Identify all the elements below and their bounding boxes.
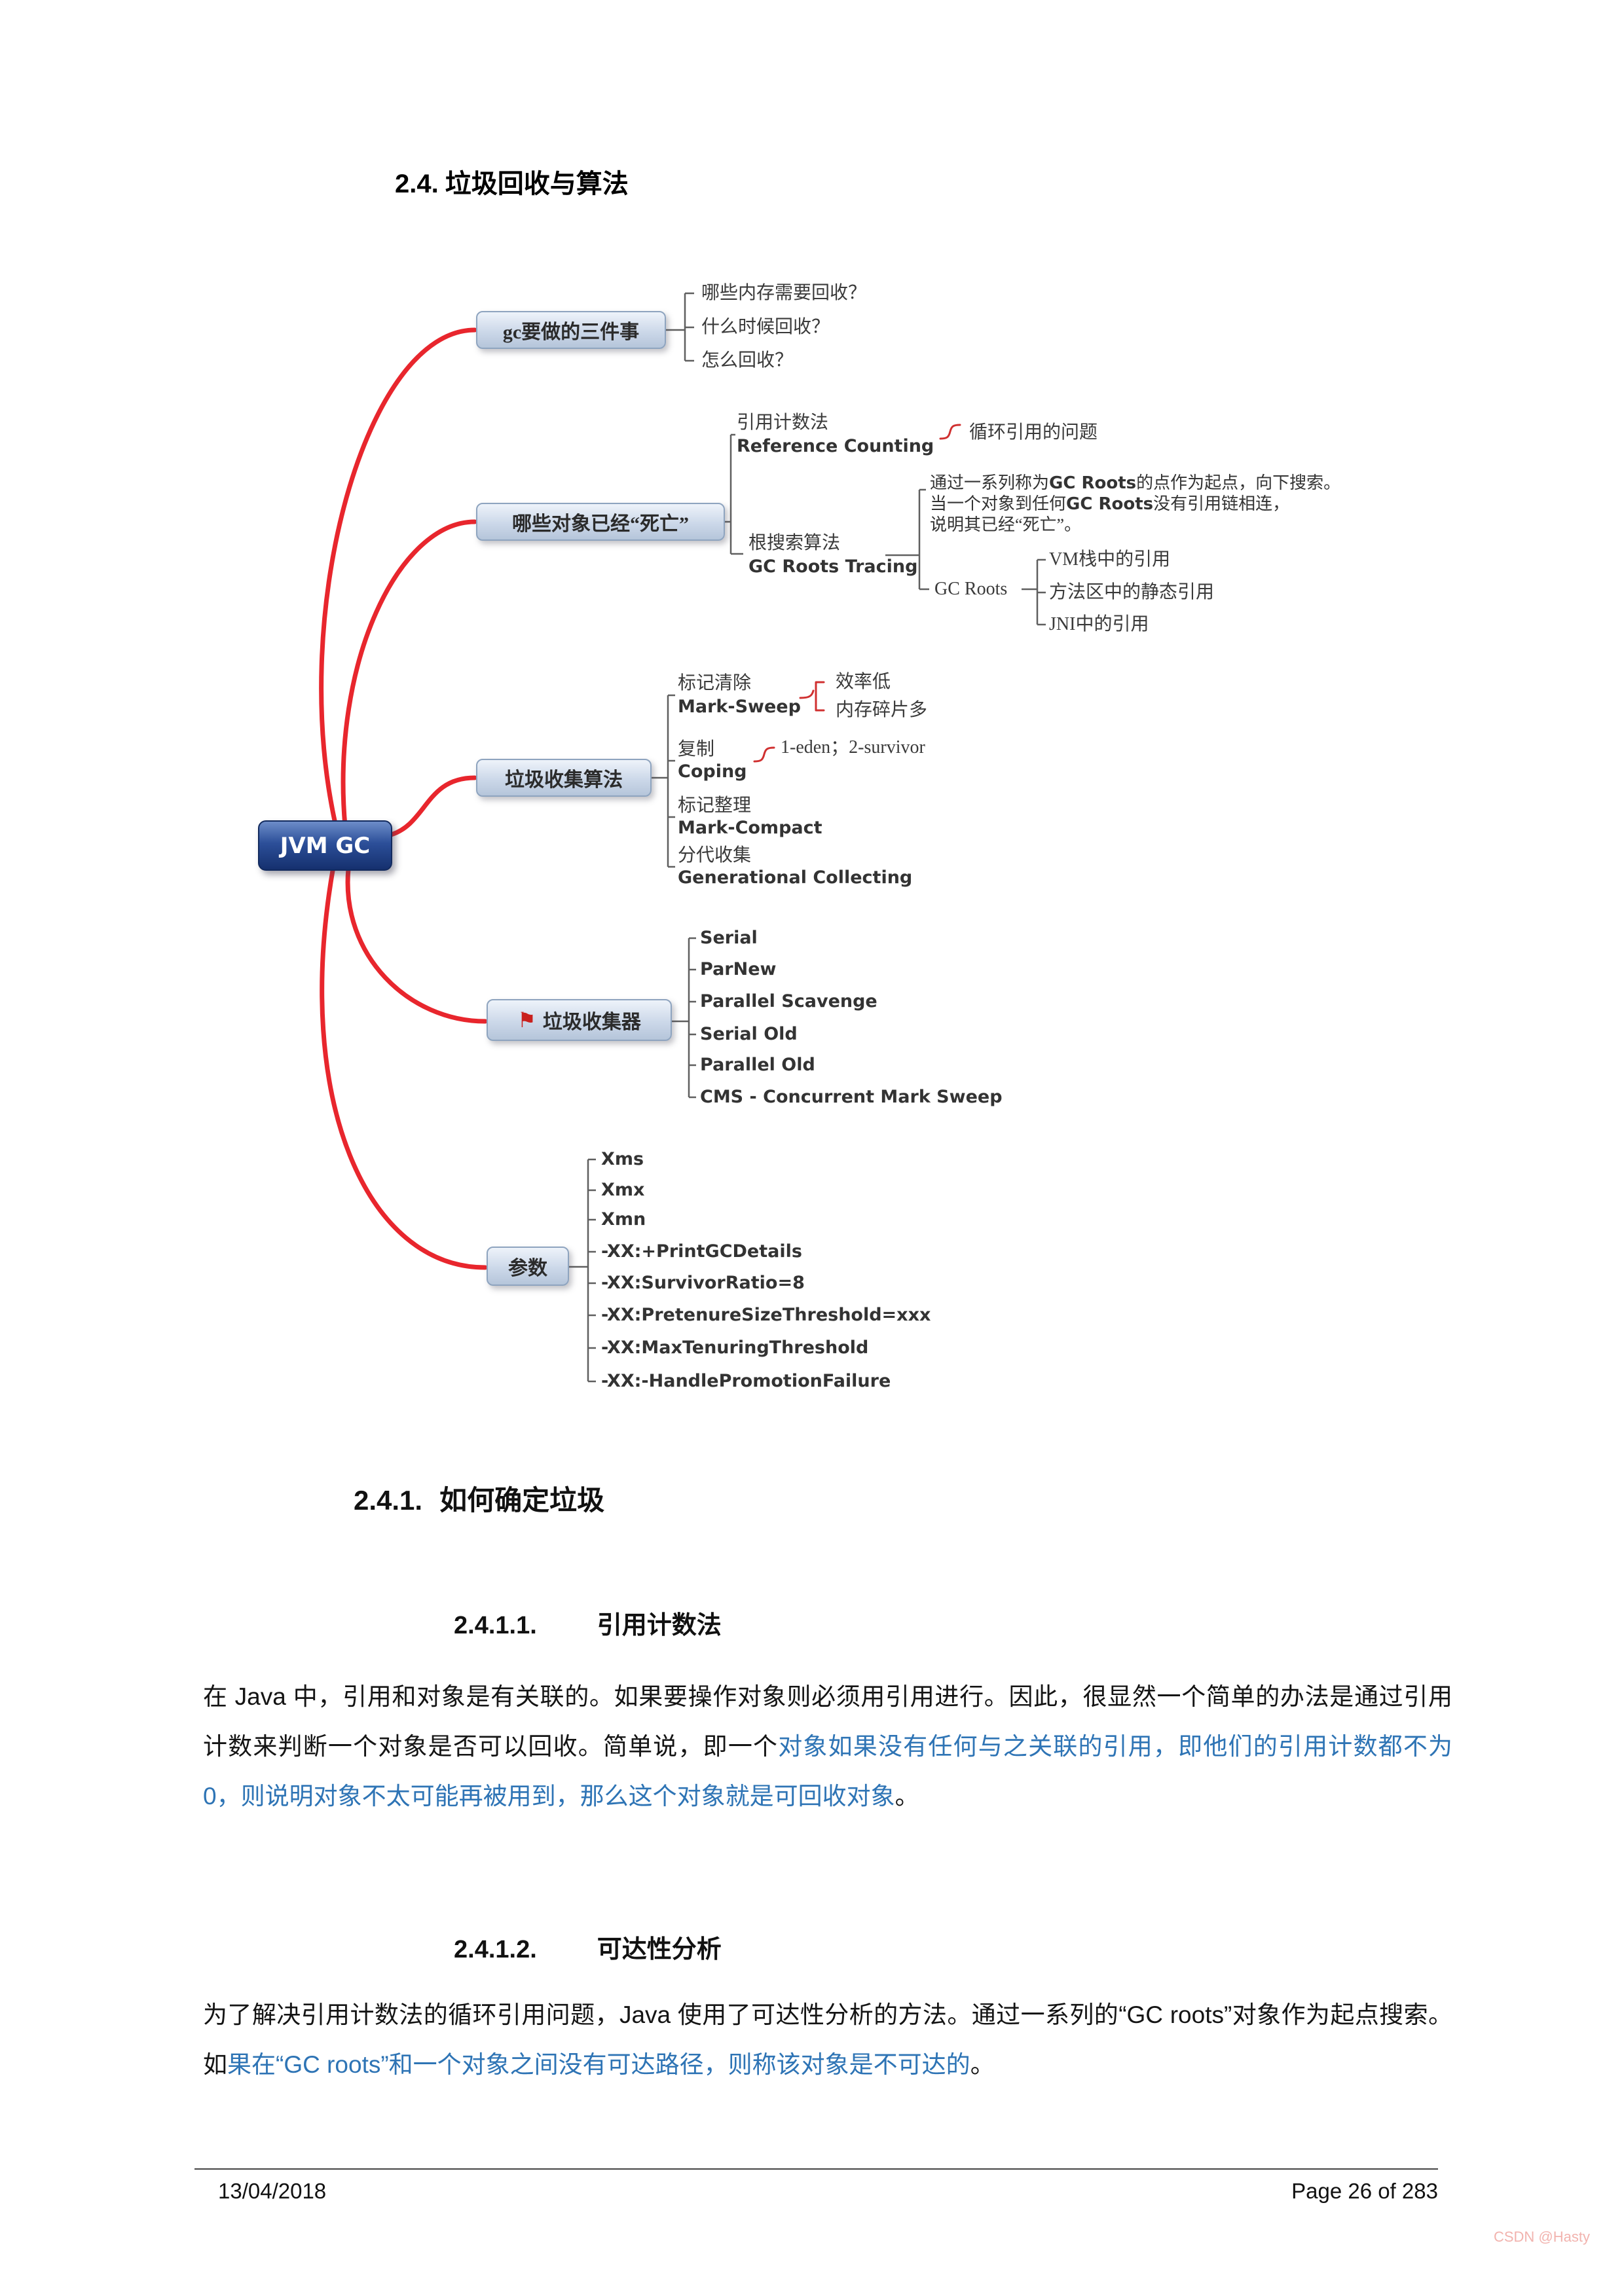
leaf-collector-serial-old: Serial Old bbox=[700, 1024, 798, 1044]
leaf-circular-reference-issue: 循环引用的问题 bbox=[969, 422, 1098, 443]
leaf-root-tracing-en: GC Roots Tracing bbox=[748, 556, 918, 577]
branch-gc-three-things: gc要做的三件事 bbox=[476, 311, 666, 349]
leaf-param-xms: Xms bbox=[601, 1149, 644, 1169]
leaf-generational-zh: 分代收集 bbox=[678, 845, 752, 866]
watermark: CSDN @Hasty bbox=[1493, 2229, 1590, 2245]
page-title-text: 垃圾回收与算法 bbox=[445, 169, 629, 198]
root-branch-curves bbox=[319, 327, 488, 1270]
leaf-which-memory: 哪些内存需要回收？ bbox=[701, 283, 867, 303]
section-241-title: 如何确定垃圾 bbox=[439, 1486, 605, 1516]
leaf-param-printgcdetails: -XX:+PrintGCDetails bbox=[601, 1241, 802, 1262]
leaf-how-collect: 怎么回收？ bbox=[701, 350, 794, 371]
leaf-jni-refs: JNI中的引用 bbox=[1049, 614, 1149, 634]
paragraph-reachability: 为了解决引用计数法的循环引用问题，Java 使用了可达性分析的方法。通过一系列的… bbox=[203, 2001, 1452, 2078]
branch-gc-algorithms: 垃圾收集算法 bbox=[476, 759, 652, 797]
leaf-coping-zh: 复制 bbox=[678, 739, 715, 759]
leaf-coping-en: Coping bbox=[678, 761, 747, 782]
section-2412-number: 2.4.1.2. bbox=[454, 1936, 537, 1963]
leaf-collector-parallel-old: Parallel Old bbox=[700, 1055, 815, 1075]
footer-page-number: Page 26 of 283 bbox=[1291, 2179, 1438, 2203]
leaf-ref-counting-en: Reference Counting bbox=[737, 436, 934, 456]
leaf-param-handlepromotion: -XX:-HandlePromotionFailure bbox=[601, 1371, 891, 1391]
branch-parameters: 参数 bbox=[487, 1247, 569, 1286]
leaf-collector-serial: Serial bbox=[700, 928, 758, 948]
leaf-low-efficiency: 效率低 bbox=[836, 672, 891, 692]
footer-date: 13/04/2018 bbox=[218, 2179, 327, 2203]
branch-child-brackets bbox=[569, 292, 1046, 1383]
section-heading-2412: 2.4.1.2. 可达性分析 bbox=[454, 1929, 722, 1965]
footer-rule bbox=[194, 2168, 1438, 2170]
gc-roots-note-line-3: 说明其已经“死亡”。 bbox=[930, 515, 1082, 534]
leaf-vm-stack-refs: VM栈中的引用 bbox=[1049, 549, 1171, 570]
leaf-ref-counting-zh: 引用计数法 bbox=[737, 412, 829, 433]
leaf-root-tracing-zh: 根搜索算法 bbox=[748, 533, 841, 553]
leaf-mark-compact-en: Mark-Compact bbox=[678, 818, 822, 838]
leaf-when-collect: 什么时候回收？ bbox=[701, 317, 830, 337]
leaf-collector-parallel-scavenge: Parallel Scavenge bbox=[700, 991, 877, 1011]
red-curl-connectors bbox=[753, 424, 961, 763]
leaf-param-maxtenuring: -XX:MaxTenuringThreshold bbox=[601, 1338, 869, 1358]
leaf-param-xmn: Xmn bbox=[601, 1209, 646, 1230]
page-title: 2.4.垃圾回收与算法 bbox=[395, 162, 629, 200]
branch-gc-collectors-label: 垃圾收集器 bbox=[542, 1011, 641, 1033]
mindmap-root-node: JVM GC bbox=[258, 820, 392, 871]
section-heading-2411: 2.4.1.1. 引用计数法 bbox=[454, 1605, 722, 1641]
paragraph-reference-counting: 在 Java 中，引用和对象是有关联的。如果要操作对象则必须用引用进行。因此，很… bbox=[203, 1683, 1453, 1810]
red-flag-icon: ⚑ bbox=[517, 1008, 536, 1032]
leaf-param-xmx: Xmx bbox=[601, 1180, 645, 1200]
leaf-param-pretenuresize: -XX:PretenureSizeThreshold=xxx bbox=[601, 1305, 931, 1325]
leaf-eden-survivor: 1-eden；2-survivor bbox=[781, 737, 925, 757]
leaf-generational-en: Generational Collecting bbox=[678, 867, 913, 888]
leaf-gc-roots: GC Roots bbox=[934, 579, 1008, 599]
leaf-mark-sweep-en: Mark-Sweep bbox=[678, 697, 801, 717]
gc-roots-note-line-2: 当一个对象到任何GC Roots没有引用链相连， bbox=[930, 494, 1290, 514]
leaf-mark-compact-zh: 标记整理 bbox=[678, 795, 752, 816]
section-2411-title: 引用计数法 bbox=[597, 1612, 722, 1639]
leaf-collector-cms: CMS - Concurrent Mark Sweep bbox=[700, 1087, 1003, 1107]
section-2411-number: 2.4.1.1. bbox=[454, 1612, 537, 1639]
gc-roots-note: 通过一系列称为GC Roots的点作为起点，向下搜索。 当一个对象到任何GC R… bbox=[930, 473, 1340, 536]
gc-roots-note-line-1: 通过一系列称为GC Roots的点作为起点，向下搜索。 bbox=[930, 473, 1341, 493]
leaf-mark-sweep-zh: 标记清除 bbox=[678, 673, 752, 693]
page-title-number: 2.4. bbox=[395, 170, 439, 198]
leaf-method-area-refs: 方法区中的静态引用 bbox=[1049, 582, 1215, 602]
leaf-memory-fragmentation: 内存碎片多 bbox=[836, 700, 928, 720]
branch-dead-objects: 哪些对象已经“死亡” bbox=[476, 503, 725, 541]
section-2412-title: 可达性分析 bbox=[597, 1936, 722, 1963]
leaf-collector-parnew: ParNew bbox=[700, 959, 777, 979]
branch-gc-collectors: ⚑ 垃圾收集器 bbox=[487, 999, 672, 1041]
section-241-number: 2.4.1. bbox=[354, 1485, 423, 1516]
section-heading-241: 2.4.1. 如何确定垃圾 bbox=[354, 1478, 604, 1518]
leaf-param-survivorratio: -XX:SurvivorRatio=8 bbox=[601, 1273, 805, 1293]
